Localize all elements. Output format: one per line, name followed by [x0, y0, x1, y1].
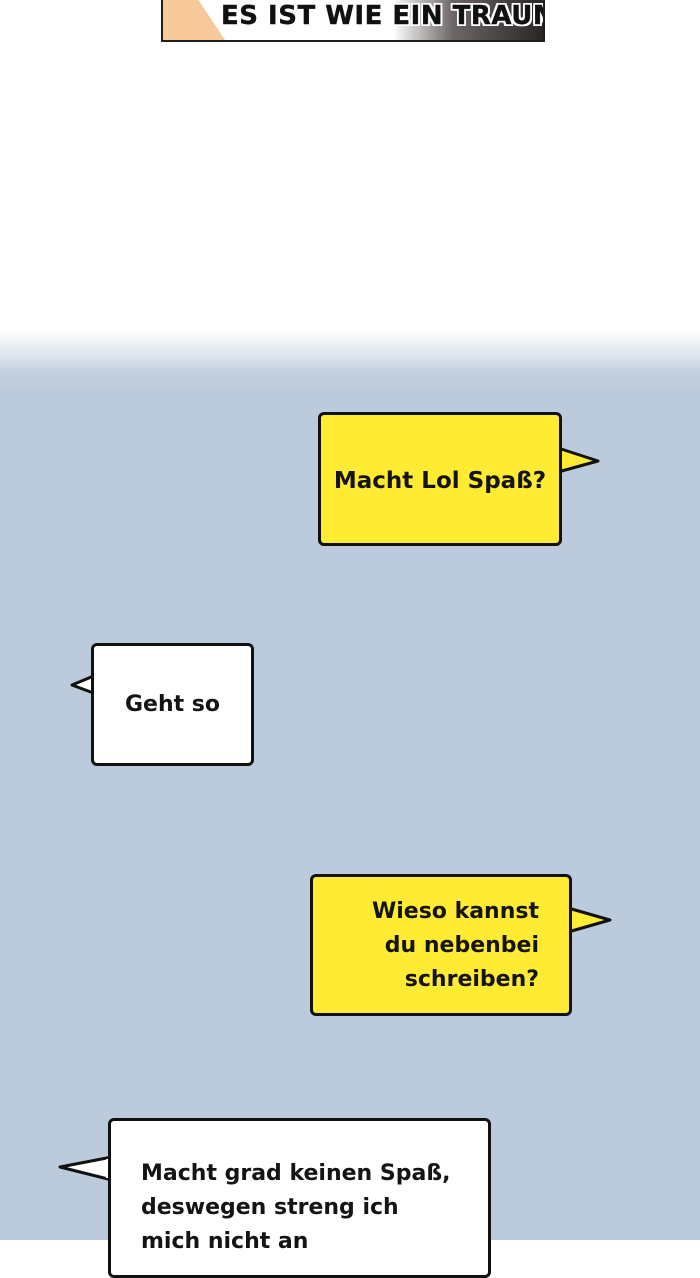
chat-bubble-received: Macht grad keinen Spaß, deswegen streng …	[108, 1118, 491, 1278]
panel-caption: ES IST WIE EIN TRAUM!	[221, 1, 545, 31]
message-text-line: du nebenbei	[384, 933, 539, 958]
message-text-line: schreiben?	[404, 967, 539, 992]
message-text-line: Macht grad keinen Spaß,	[141, 1161, 451, 1186]
panel-skin-area	[163, 0, 225, 40]
message-text-line: mich nicht an	[141, 1229, 309, 1254]
chat-bubble-received: Geht so	[91, 643, 254, 766]
panel-dark-area	[393, 0, 543, 40]
bubble-tail-right	[566, 906, 612, 934]
comic-panel-top: ES IST WIE EIN TRAUM!	[161, 0, 545, 42]
message-text-line: deswegen streng ich	[141, 1195, 399, 1220]
chat-bubble-sent: Macht Lol Spaß?	[318, 412, 562, 546]
bubble-tail-left	[58, 1155, 116, 1182]
bubble-tail-right	[556, 446, 600, 474]
message-text-line: Wieso kannst	[371, 899, 539, 924]
message-text: Geht so	[124, 691, 221, 717]
chat-bubble-sent: Wieso kannst du nebenbei schreiben?	[310, 874, 572, 1016]
message-text: Macht Lol Spaß?	[333, 468, 547, 494]
